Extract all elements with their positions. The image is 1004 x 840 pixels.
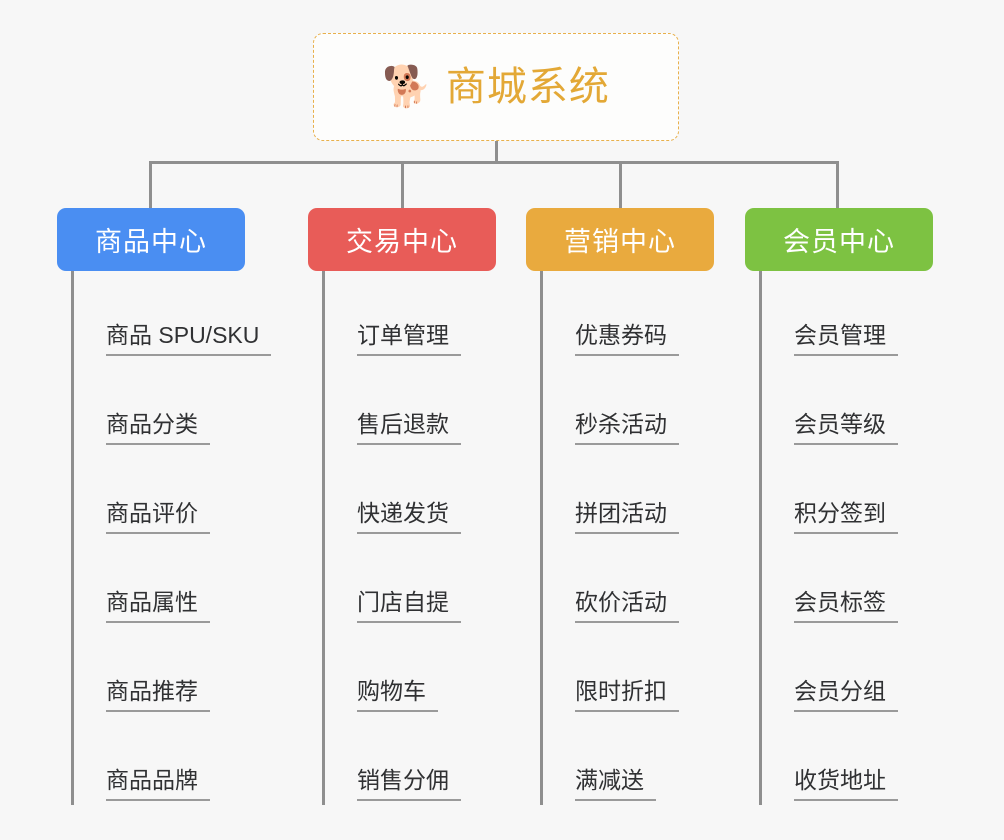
leaf-item-label: 限时折扣 (575, 678, 679, 712)
leaf-item-label: 购物车 (357, 678, 438, 712)
leaf-item-label: 商品属性 (106, 589, 210, 623)
branch-header-member-center[interactable]: 会员中心 (745, 208, 933, 271)
leaf-item-label: 会员管理 (794, 322, 898, 356)
branch-header-marketing-center[interactable]: 营销中心 (526, 208, 714, 271)
root-title: 商城系统 (445, 65, 610, 109)
leaf-item[interactable]: 商品分类 (88, 360, 245, 449)
leaf-item[interactable]: 收货地址 (776, 716, 933, 805)
branch-member-center: 会员中心 会员管理会员等级积分签到会员标签会员分组收货地址 (745, 208, 933, 805)
leaf-item[interactable]: 商品 SPU/SKU (88, 271, 272, 360)
leaf-item[interactable]: 销售分佣 (339, 716, 496, 805)
leaf-item-label: 商品品牌 (106, 767, 210, 801)
leaf-item[interactable]: 快递发货 (339, 449, 496, 538)
dog-face-icon: 🐕 (382, 65, 432, 109)
leaf-item-label: 订单管理 (357, 322, 461, 356)
leaf-item-label: 砍价活动 (575, 589, 679, 623)
leaf-item[interactable]: 拼团活动 (557, 449, 714, 538)
leaf-item[interactable]: 砍价活动 (557, 538, 714, 627)
leaf-list-product-center: 商品 SPU/SKU 商品分类商品评价商品属性商品推荐商品品牌 (71, 271, 272, 805)
leaf-list-marketing-center: 优惠券码秒杀活动拼团活动砍价活动限时折扣满减送 (540, 271, 714, 805)
leaf-item-label: 门店自提 (357, 589, 461, 623)
leaf-item[interactable]: 门店自提 (339, 538, 496, 627)
root-node[interactable]: 🐕 商城系统 (313, 33, 679, 141)
connector-bus (149, 161, 839, 164)
leaf-item-label: 会员分组 (794, 678, 898, 712)
leaf-item-label: 快递发货 (357, 500, 461, 534)
branch-marketing-center: 营销中心 优惠券码秒杀活动拼团活动砍价活动限时折扣满减送 (526, 208, 714, 805)
leaf-item-label: 会员等级 (794, 411, 898, 445)
leaf-item-label: 优惠券码 (575, 322, 679, 356)
leaf-item[interactable]: 购物车 (339, 627, 496, 716)
leaf-item-label: 售后退款 (357, 411, 461, 445)
connector-drop-product-center (149, 161, 152, 208)
leaf-item-label: 积分签到 (794, 500, 898, 534)
leaf-item[interactable]: 售后退款 (339, 360, 496, 449)
connector-drop-trade-center (401, 161, 404, 208)
connector-drop-member-center (836, 161, 839, 208)
leaf-item-label: 秒杀活动 (575, 411, 679, 445)
leaf-item[interactable]: 商品属性 (88, 538, 245, 627)
leaf-item[interactable]: 优惠券码 (557, 271, 714, 360)
connector-drop-marketing-center (619, 161, 622, 208)
leaf-item[interactable]: 订单管理 (339, 271, 496, 360)
connector-root-stem (495, 141, 498, 163)
leaf-item[interactable]: 限时折扣 (557, 627, 714, 716)
leaf-item-label: 会员标签 (794, 589, 898, 623)
leaf-item[interactable]: 秒杀活动 (557, 360, 714, 449)
leaf-item-label: 销售分佣 (357, 767, 461, 801)
leaf-item-label: 商品 SPU/SKU (106, 322, 272, 356)
branch-header-product-center[interactable]: 商品中心 (57, 208, 245, 271)
leaf-item[interactable]: 满减送 (557, 716, 714, 805)
leaf-item-label: 商品分类 (106, 411, 210, 445)
leaf-list-member-center: 会员管理会员等级积分签到会员标签会员分组收货地址 (759, 271, 933, 805)
leaf-item-label: 商品推荐 (106, 678, 210, 712)
leaf-item-label: 拼团活动 (575, 500, 679, 534)
leaf-item-label: 商品评价 (106, 500, 210, 534)
branch-header-trade-center[interactable]: 交易中心 (308, 208, 496, 271)
leaf-item-label: 满减送 (575, 767, 656, 801)
leaf-item[interactable]: 商品品牌 (88, 716, 245, 805)
leaf-item[interactable]: 会员等级 (776, 360, 933, 449)
branch-trade-center: 交易中心 订单管理售后退款快递发货门店自提购物车销售分佣 (308, 208, 496, 805)
leaf-item[interactable]: 商品评价 (88, 449, 245, 538)
leaf-list-trade-center: 订单管理售后退款快递发货门店自提购物车销售分佣 (322, 271, 496, 805)
leaf-item[interactable]: 积分签到 (776, 449, 933, 538)
leaf-item-label: 收货地址 (794, 767, 898, 801)
branch-product-center: 商品中心 商品 SPU/SKU 商品分类商品评价商品属性商品推荐商品品牌 (57, 208, 272, 805)
leaf-item[interactable]: 会员管理 (776, 271, 933, 360)
leaf-item[interactable]: 商品推荐 (88, 627, 245, 716)
leaf-item[interactable]: 会员分组 (776, 627, 933, 716)
leaf-item[interactable]: 会员标签 (776, 538, 933, 627)
